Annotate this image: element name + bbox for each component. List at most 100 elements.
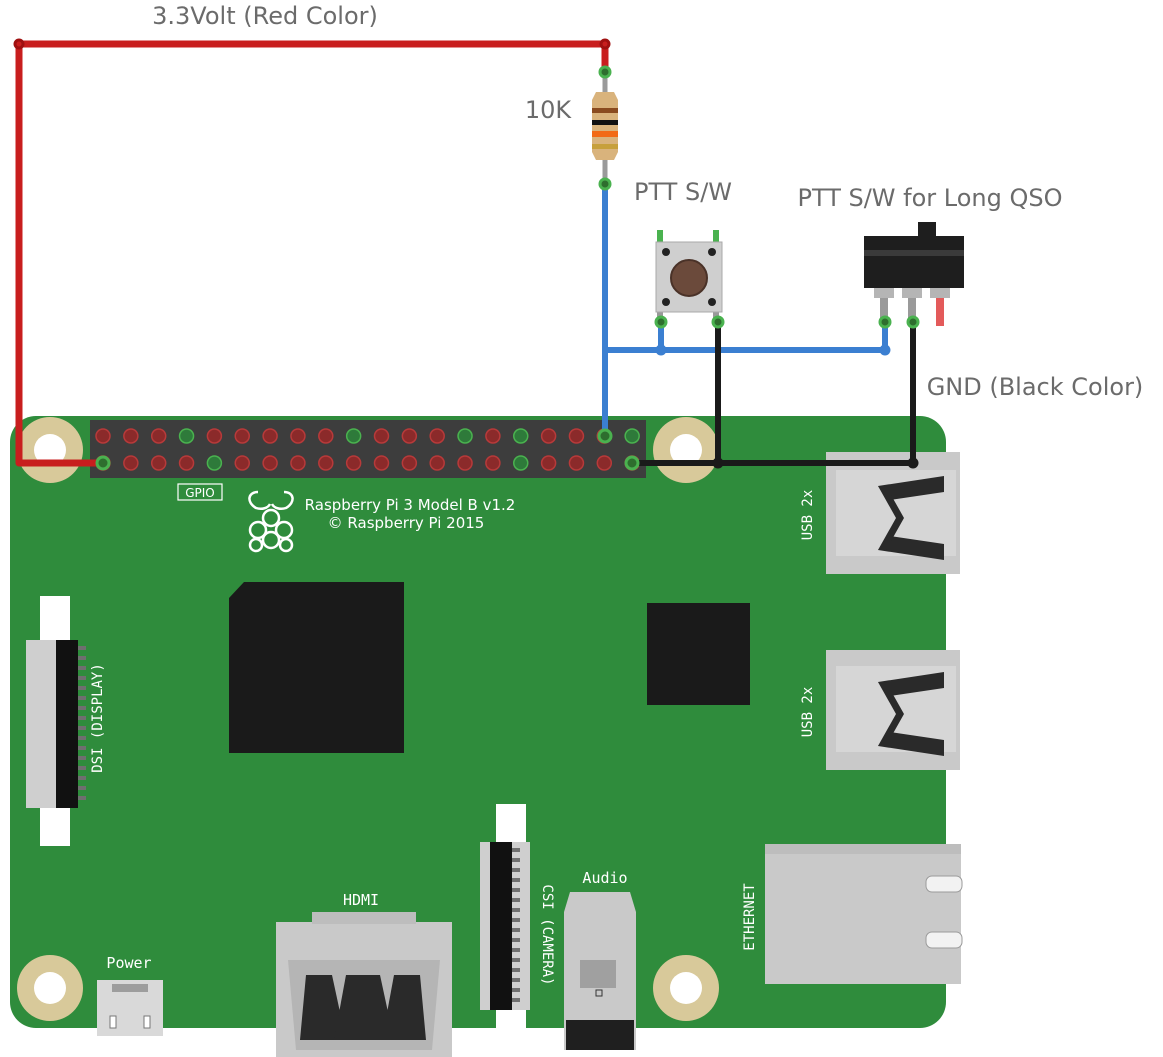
resistor-label: 10K [525, 96, 573, 124]
connector-pin [512, 858, 520, 862]
usb-port-top [826, 452, 960, 574]
board-copyright-text: © Raspberry Pi 2015 [328, 514, 485, 532]
audio-label: Audio [582, 869, 627, 887]
mount-hole [653, 955, 719, 1021]
gpio-pin [95, 428, 111, 444]
mount-hole [17, 955, 83, 1021]
board-pcb [10, 416, 946, 1028]
connector-pin [78, 756, 86, 760]
connector-pin [512, 968, 520, 972]
connector-pin [512, 928, 520, 932]
usb-top-label: USB 2x [800, 490, 816, 541]
gpio-pin [485, 428, 501, 444]
gpio-pin [234, 428, 250, 444]
wire-endpoints [13, 38, 920, 471]
dsi-connector [26, 596, 86, 846]
gpio-pin [568, 428, 585, 444]
connector-pin [512, 898, 520, 902]
connector-pin [78, 726, 86, 730]
gpio-pin [624, 428, 640, 444]
gpio-pin [123, 455, 139, 471]
gpio-pin [401, 428, 418, 444]
gpio-pin [123, 428, 139, 444]
dsi-label: DSI (DISPLAY) [90, 663, 106, 773]
connector-pin [512, 988, 520, 992]
connector-pin [512, 958, 520, 962]
usb-bottom-label: USB 2x [800, 687, 816, 738]
mount-hole [17, 417, 83, 483]
connector-pin [78, 736, 86, 740]
gnd-wire-black [632, 322, 916, 466]
gpio-pin [540, 428, 557, 444]
gpio-pin [290, 455, 306, 471]
gpio-pin [401, 455, 418, 471]
connector-pin [78, 676, 86, 680]
connector-pin [512, 948, 520, 952]
gpio-pin [178, 428, 195, 444]
connector-pin [512, 888, 520, 892]
signal-wire-blue [602, 184, 888, 436]
gpio-pin [318, 455, 334, 471]
gpio-pin [345, 428, 362, 444]
usb-port-bottom [826, 650, 960, 770]
connector-pin [512, 938, 520, 942]
connector-pin [78, 716, 86, 720]
gpio-pin [373, 428, 390, 444]
usb-controller-chip [647, 603, 750, 705]
ptt-slide-switch [864, 222, 964, 326]
ptt-switch-label: PTT S/W [634, 178, 732, 206]
gpio-pin [457, 455, 473, 471]
ethernet-port [765, 844, 963, 984]
connector-pin [512, 978, 520, 982]
gpio-pin [150, 455, 167, 471]
connector-pin [512, 868, 520, 872]
gpio-pin [206, 428, 223, 444]
connector-pin [78, 746, 86, 750]
hdmi-label: HDMI [343, 891, 379, 909]
connector-pin [78, 796, 86, 800]
gpio-pin [596, 455, 613, 471]
connector-pin [512, 908, 520, 912]
power-port [97, 980, 163, 1036]
gpio-pin [206, 455, 223, 471]
gpio-pin [513, 455, 529, 471]
hdmi-port [276, 912, 452, 1057]
raspberry-pi-board: GPIO Raspberry Pi 3 Model B v1.2 © Raspb… [10, 416, 963, 1057]
gpio-header [90, 420, 646, 478]
connector-pin [78, 666, 86, 670]
csi-label: CSI (CAMERA) [539, 884, 555, 985]
gpio-pin [262, 455, 278, 471]
gpio-pin [345, 455, 362, 471]
ptt-long-switch-label: PTT S/W for Long QSO [797, 184, 1062, 212]
gpio-pin [234, 455, 250, 471]
gpio-pin [290, 428, 306, 444]
connector-pin [78, 686, 86, 690]
gpio-pin [150, 428, 167, 444]
gpio-pin [429, 428, 445, 444]
ethernet-label: ETHERNET [742, 883, 758, 951]
vcc-wire-label: 3.3Volt (Red Color) [152, 2, 378, 30]
connector-pin [512, 998, 520, 1002]
raspberry-logo-icon [248, 490, 294, 553]
gpio-pin [373, 455, 390, 471]
gpio-pin [513, 428, 529, 444]
connector-pin [78, 706, 86, 710]
connector-pin [512, 848, 520, 852]
gpio-label-box [177, 483, 223, 501]
gpio-pin [429, 455, 445, 471]
connector-pin [78, 776, 86, 780]
connector-pin [78, 766, 86, 770]
gpio-pin [540, 455, 557, 471]
gpio-label: GPIO [185, 486, 215, 500]
gnd-wire-label: GND (Black Color) [927, 373, 1144, 401]
vcc-wire-red [15, 40, 609, 467]
connector-pin [78, 646, 86, 650]
connector-pin [512, 878, 520, 882]
connector-pin [78, 656, 86, 660]
connector-pin [78, 786, 86, 790]
gpio-pin [485, 455, 501, 471]
board-model-text: Raspberry Pi 3 Model B v1.2 [305, 496, 516, 514]
resistor-10k [592, 72, 618, 184]
